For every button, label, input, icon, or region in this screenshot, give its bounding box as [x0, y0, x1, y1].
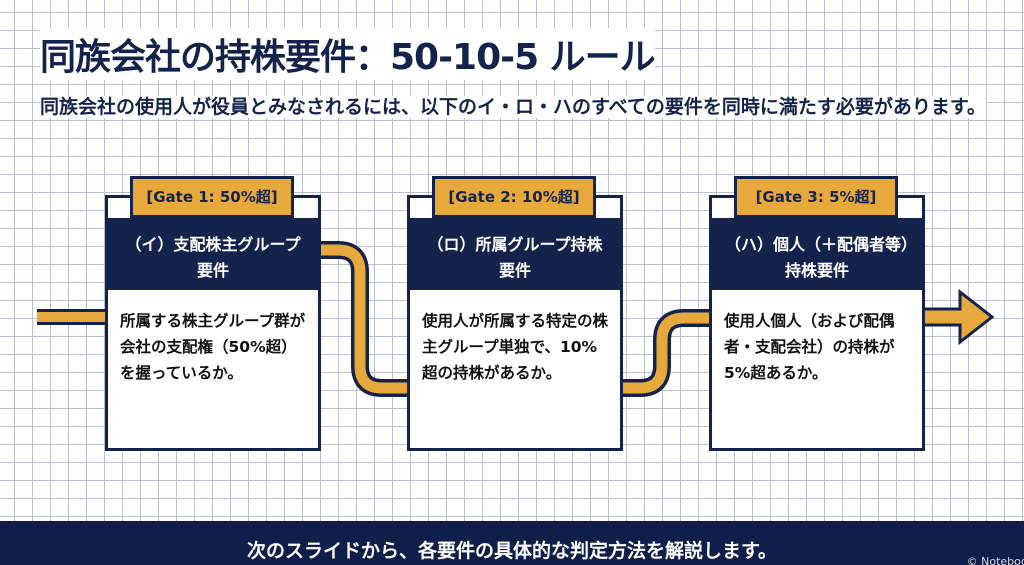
- pipe-gate2-to-gate3: [618, 309, 714, 397]
- gate-card-3: [Gate 3: 5%超] （ハ）個人（＋配偶者等）持株要件 使用人個人（および…: [709, 176, 925, 451]
- gate-card-1: [Gate 1: 50%超] （イ）支配株主グループ要件 所属する株主グループ群…: [105, 176, 321, 451]
- exit-arrow-icon: [920, 288, 995, 346]
- credit-watermark: © Notebook: [966, 555, 1024, 565]
- gate-body: 使用人が所属する特定の株主グループ単独で、10%超の持株があるか。: [422, 312, 609, 382]
- pipe-gate1-to-gate2: [315, 241, 412, 397]
- footer-text: 次のスライドから、各要件の具体的な判定方法を解説します。: [246, 540, 778, 562]
- gate-tab: [Gate 2: 10%超]: [432, 176, 596, 218]
- slide-subtitle: 同族会社の使用人が役員とみなされるには、以下のイ・ロ・ハのすべての要件を同時に満…: [40, 96, 987, 118]
- gate-heading: （ロ）所属グループ持株要件: [410, 218, 620, 290]
- gate-heading: （ハ）個人（＋配偶者等）持株要件: [712, 218, 922, 290]
- gate-body: 使用人個人（および配偶者・支配会社）の持株が5%超あるか。: [724, 312, 895, 382]
- slide-title: 同族会社の持株要件：50-10-5 ルール: [40, 28, 656, 80]
- gate-card-2: [Gate 2: 10%超] （ロ）所属グループ持株要件 使用人が所属する特定の…: [407, 176, 623, 451]
- gate-tab: [Gate 3: 5%超]: [734, 176, 898, 218]
- footer-banner: 次のスライドから、各要件の具体的な判定方法を解説します。 © Notebook: [0, 521, 1024, 565]
- gate-heading: （イ）支配株主グループ要件: [108, 218, 318, 290]
- gate-tab: [Gate 1: 50%超]: [130, 176, 294, 218]
- gate-body: 所属する株主グループ群が会社の支配権（50%超）を握っているか。: [120, 312, 306, 382]
